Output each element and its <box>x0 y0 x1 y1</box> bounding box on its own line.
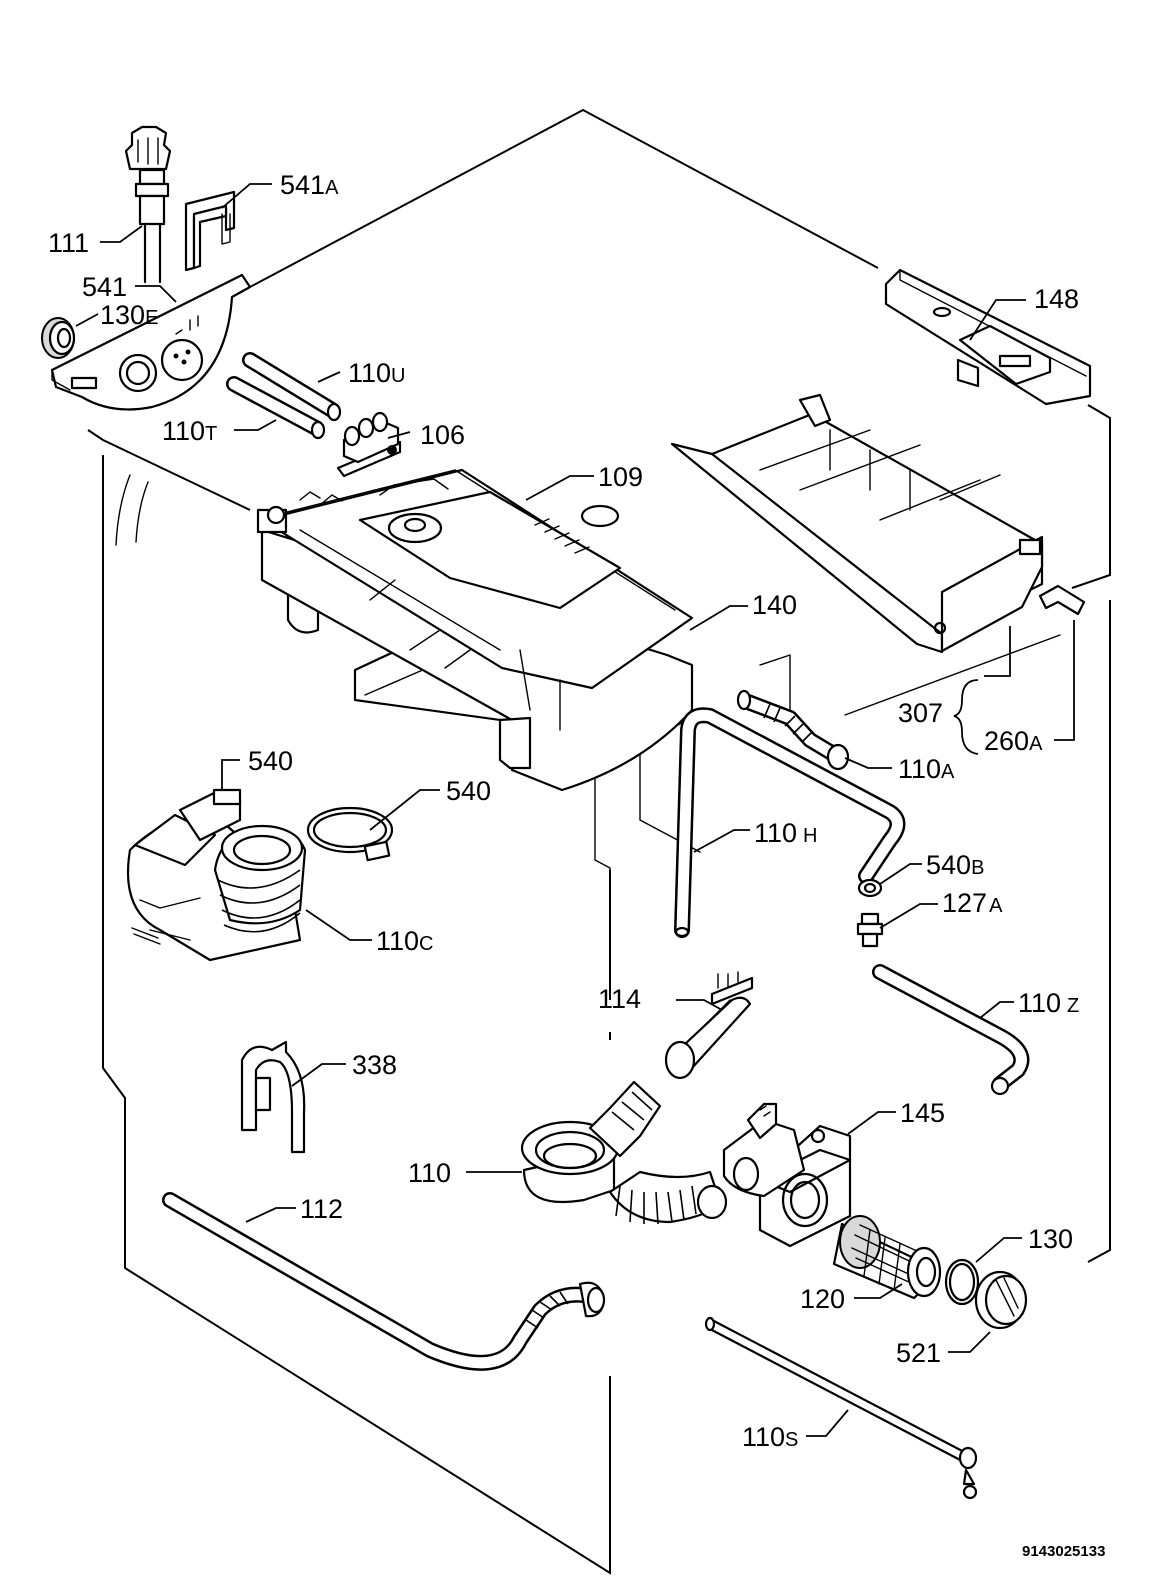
label-541: 541 <box>82 272 127 302</box>
label-110t: 110T <box>162 416 217 446</box>
inlet-hose-connector <box>124 125 172 284</box>
label-540b: 540B <box>926 850 984 880</box>
clip-icon <box>1038 584 1086 616</box>
label-338: 338 <box>352 1050 397 1080</box>
label-140: 140 <box>752 590 797 620</box>
label-110s: 110S <box>742 1422 798 1452</box>
label-540-ring: 540 <box>446 776 491 806</box>
hose-icon <box>162 1192 606 1371</box>
leader-lines <box>75 183 1075 1437</box>
hose-guide <box>240 1040 306 1154</box>
drawer-handle <box>884 268 1092 406</box>
clamp-icon <box>306 806 394 862</box>
pressure-chamber <box>664 971 754 1080</box>
drawing-number: 9143025133 <box>1022 1543 1105 1560</box>
label-110: 110 <box>408 1158 451 1188</box>
label-148: 148 <box>1034 284 1079 314</box>
label-110c: 110C <box>376 926 434 956</box>
hose-icon <box>872 964 1030 1096</box>
label-130e: 130E <box>100 300 158 330</box>
label-307: 307 <box>898 698 943 728</box>
valve-icon <box>336 411 402 478</box>
label-521: 521 <box>896 1338 941 1368</box>
sump-hose <box>520 1080 728 1225</box>
short-hoses <box>226 352 342 440</box>
filter-icon <box>832 1215 942 1300</box>
part-labels: 541A 111 541 130E 110U 110T 106 109 148 … <box>48 170 1105 1560</box>
clamp-icon <box>857 878 883 898</box>
label-106: 106 <box>420 420 465 450</box>
label-130: 130 <box>1028 1224 1073 1254</box>
grommet-icon <box>41 317 76 359</box>
hose-icon <box>736 689 850 771</box>
valve-icon <box>856 912 884 948</box>
hose-icon <box>704 1316 978 1500</box>
bracket-panel <box>50 273 252 411</box>
ring-icon <box>944 1258 980 1306</box>
clip-icon <box>184 190 236 272</box>
label-120: 120 <box>800 1284 845 1314</box>
label-109: 109 <box>598 462 643 492</box>
hose-icon <box>674 707 906 938</box>
detergent-drawer <box>670 393 1044 654</box>
label-111: 111 <box>48 228 89 258</box>
label-110u: 110U <box>348 358 406 388</box>
pump-icon <box>722 1102 852 1248</box>
label-114: 114 <box>598 984 641 1014</box>
label-541a: 541A <box>280 170 339 200</box>
label-540-top: 540 <box>248 746 293 776</box>
label-112: 112 <box>300 1194 343 1224</box>
bellows-hose <box>126 788 307 962</box>
dispenser-housing <box>256 468 694 792</box>
label-110a: 110A <box>898 754 955 784</box>
label-260a: 260A <box>984 726 1043 756</box>
label-145: 145 <box>900 1098 945 1128</box>
cabinet-frame <box>87 108 1111 1575</box>
filter-cap <box>974 1270 1028 1330</box>
